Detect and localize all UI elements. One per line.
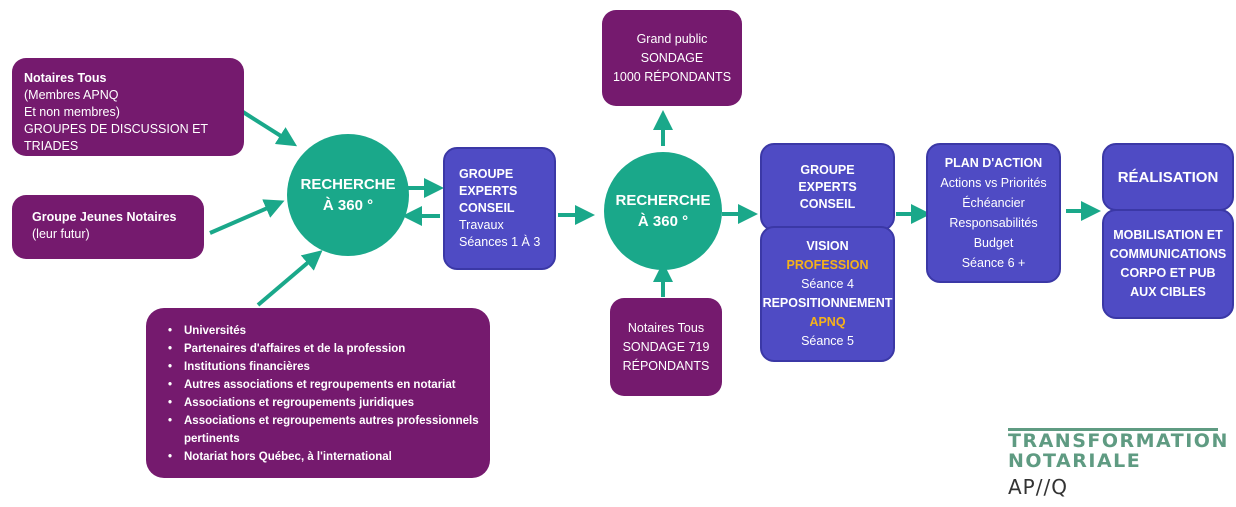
logo-line1: TRANSFORMATION: [1008, 430, 1229, 452]
arrow-notaires-to-recherche: [241, 110, 298, 147]
list-item: Autres associations et regroupements en …: [168, 376, 482, 394]
vision-apnq: APNQ: [809, 315, 846, 329]
vision-title: VISION: [806, 239, 849, 253]
mobilisation-line2: COMMUNICATIONS: [1109, 247, 1227, 261]
experts-conseil-box-1: GROUPE EXPERTS CONSEIL Travaux Séances 1…: [443, 147, 556, 270]
vision-profession: PROFESSION: [786, 258, 869, 272]
logo-line2: NOTARIALE: [1008, 450, 1142, 472]
grand-public-line3: 1000 RÉPONDANTS: [612, 69, 732, 84]
experts1-line1: GROUPE: [459, 167, 514, 181]
mobilisation-line3: CORPO ET PUB: [1120, 266, 1216, 280]
grand-public-line2: SONDAGE: [640, 50, 704, 65]
notaires-tous-title: Notaires Tous: [24, 71, 107, 85]
notaires-sondage-line2: SONDAGE 719: [622, 339, 710, 354]
list-item: Notariat hors Québec, à l'international: [168, 448, 482, 466]
recherche-360-circle-2: RECHERCHE À 360 °: [604, 152, 722, 270]
notaires-tous-line3: Et non membres): [24, 105, 120, 119]
circle2-line1: RECHERCHE: [615, 192, 711, 209]
plan-title: PLAN D'ACTION: [944, 156, 1043, 170]
grand-public-box: Grand public SONDAGE 1000 RÉPONDANTS: [602, 10, 742, 106]
list-item: Universités: [168, 322, 482, 340]
list-item: Institutions financières: [168, 358, 482, 376]
experts2-line3: CONSEIL: [799, 196, 856, 211]
mobilisation-box: MOBILISATION ET COMMUNICATIONS CORPO ET …: [1102, 209, 1234, 319]
plan-line6: Séance 6 +: [961, 256, 1026, 270]
realisation-label: RÉALISATION: [1117, 168, 1219, 186]
list-item: Associations et regroupements juridiques: [168, 394, 482, 412]
plan-line4: Responsabilités: [949, 216, 1038, 230]
logo-bar: [1008, 428, 1218, 431]
grand-public-line1: Grand public: [636, 31, 708, 46]
mobilisation-line4: AUX CIBLES: [1130, 285, 1206, 299]
notaires-sondage-line1: Notaires Tous: [627, 320, 705, 335]
jeunes-notaires-sub: (leur futur): [32, 227, 90, 241]
recherche-360-circle-1: RECHERCHE À 360 °: [287, 134, 409, 256]
notaires-sondage-line3: RÉPONDANTS: [622, 358, 710, 373]
arrow-stakeholders-to-recherche: [256, 250, 323, 307]
transformation-notariale-logo: TRANSFORMATION NOTARIALE AP//Q: [1008, 428, 1229, 499]
list-item: Associations et regroupements autres pro…: [168, 412, 482, 448]
notaires-tous-line2: (Membres APNQ: [24, 88, 119, 102]
jeunes-notaires-box: Groupe Jeunes Notaires (leur futur): [12, 195, 204, 259]
circle2-line2: À 360 °: [637, 213, 689, 230]
notaires-tous-line4: GROUPES DE DISCUSSION ET TRIADES: [24, 122, 208, 153]
experts-conseil-box-2: GROUPE EXPERTS CONSEIL: [760, 143, 895, 231]
experts1-line4: Travaux: [459, 218, 504, 232]
arrow-jeunes-to-recherche: [209, 199, 285, 235]
experts1-line3: CONSEIL: [459, 201, 515, 215]
plan-action-box: PLAN D'ACTION Actions vs Priorités Échéa…: [926, 143, 1061, 283]
plan-line5: Budget: [973, 236, 1014, 250]
vision-repositionnement: REPOSITIONNEMENT: [762, 296, 893, 310]
stakeholders-box: Universités Partenaires d'affaires et de…: [146, 308, 490, 478]
circle1-line1: RECHERCHE: [300, 176, 396, 193]
stakeholders-list: Universités Partenaires d'affaires et de…: [156, 322, 482, 466]
vision-seance4: Séance 4: [801, 277, 854, 291]
logo-apnq: AP//Q: [1008, 475, 1068, 499]
plan-line2: Actions vs Priorités: [940, 176, 1047, 190]
notaires-sondage-box: Notaires Tous SONDAGE 719 RÉPONDANTS: [610, 298, 722, 396]
vision-box: VISION PROFESSION Séance 4 REPOSITIONNEM…: [760, 226, 895, 362]
experts2-line2: EXPERTS: [798, 179, 857, 194]
vision-seance5: Séance 5: [801, 334, 854, 348]
experts2-line1: GROUPE: [800, 162, 855, 177]
realisation-box: RÉALISATION: [1102, 143, 1234, 211]
experts1-line2: EXPERTS: [459, 184, 518, 198]
plan-line3: Échéancier: [962, 196, 1025, 210]
mobilisation-line1: MOBILISATION ET: [1113, 228, 1223, 242]
list-item: Partenaires d'affaires et de la professi…: [168, 340, 482, 358]
circle1-line2: À 360 °: [322, 197, 374, 214]
experts1-line5: Séances 1 À 3: [459, 235, 541, 249]
notaires-tous-box: Notaires Tous (Membres APNQ Et non membr…: [12, 58, 244, 156]
jeunes-notaires-title: Groupe Jeunes Notaires: [32, 210, 177, 224]
